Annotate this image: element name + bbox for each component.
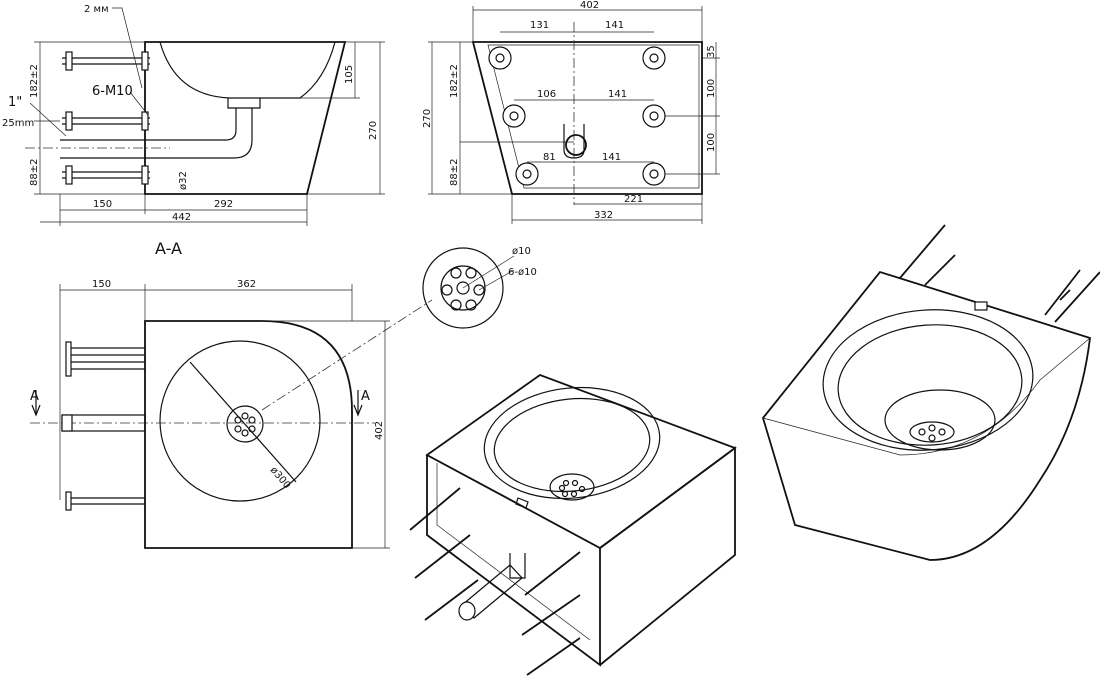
iso-front-studs — [409, 487, 581, 676]
side-total-length: 442 — [172, 212, 191, 223]
side-top-spacing: 182±2 — [29, 64, 40, 98]
pipe-offset-label: 25mm — [2, 118, 34, 129]
rear-height: 270 — [422, 109, 433, 128]
rear-pitch-bottom-right: 141 — [602, 152, 621, 163]
side-view: 2 мм 6-M10 1" 25mm 182±2 88±2 105 270 ø3… — [2, 4, 385, 226]
plan-depth: 402 — [374, 421, 385, 440]
side-drain — [227, 98, 261, 109]
rear-top-spacing: 182±2 — [449, 64, 460, 98]
plan-body-length: 362 — [237, 279, 256, 290]
plan-mount-length: 150 — [92, 279, 111, 290]
hole-diameter: ø10 — [512, 246, 531, 257]
rear-nuts — [488, 46, 666, 186]
rear-width-low: 221 — [624, 194, 643, 205]
drain-detail: ø10 6-ø10 — [422, 246, 537, 329]
plan-body-outline — [144, 320, 353, 549]
rear-outlet — [563, 124, 585, 159]
rear-vertical-gap-2: 100 — [706, 133, 717, 152]
rear-inner-plate — [487, 44, 700, 189]
wall-thickness-label: 2 мм — [84, 4, 109, 15]
side-body-length: 292 — [214, 199, 233, 210]
rear-pitch-top-left: 131 — [530, 20, 549, 31]
rear-view: 402 131 141 35 106 141 100 100 81 141 22… — [422, 0, 720, 224]
iso-view-front — [409, 373, 737, 676]
section-arrow-left: A — [30, 389, 39, 404]
bowl-depth: 105 — [344, 65, 355, 84]
rear-pitch-mid-left: 106 — [537, 89, 556, 100]
side-mount-length: 150 — [93, 199, 112, 210]
rear-pitch-top-right: 141 — [605, 20, 624, 31]
rear-offset-top: 35 — [706, 45, 717, 58]
thread-label: 6-M10 — [92, 84, 133, 99]
hole-pattern: 6-ø10 — [508, 267, 537, 278]
rear-pitch-mid-right: 141 — [608, 89, 627, 100]
side-bowl — [159, 41, 336, 99]
side-bottom-spacing: 88±2 — [29, 159, 40, 186]
iso-view-corner — [762, 224, 1100, 561]
rear-bottom-spacing: 88±2 — [449, 159, 460, 186]
rear-width-bottom: 332 — [594, 210, 613, 221]
rear-width-top: 402 — [580, 0, 599, 11]
rear-pitch-bottom-left: 81 — [543, 152, 556, 163]
rear-vertical-gap-1: 100 — [706, 79, 717, 98]
plan-bowl — [159, 340, 321, 502]
side-studs — [62, 51, 150, 185]
bowl-diameter: ø300 — [268, 465, 293, 491]
plan-view: A-A — [30, 239, 433, 549]
iso-corner-studs — [899, 224, 1100, 323]
plan-studs — [61, 341, 146, 511]
pipe-size-label: 1" — [8, 95, 22, 110]
side-body-outline — [144, 41, 347, 195]
side-pipe — [60, 108, 253, 159]
side-height: 270 — [368, 121, 379, 140]
section-label: A-A — [155, 239, 182, 258]
pipe-diameter: ø32 — [178, 171, 189, 190]
section-arrow-right: A — [361, 389, 370, 404]
